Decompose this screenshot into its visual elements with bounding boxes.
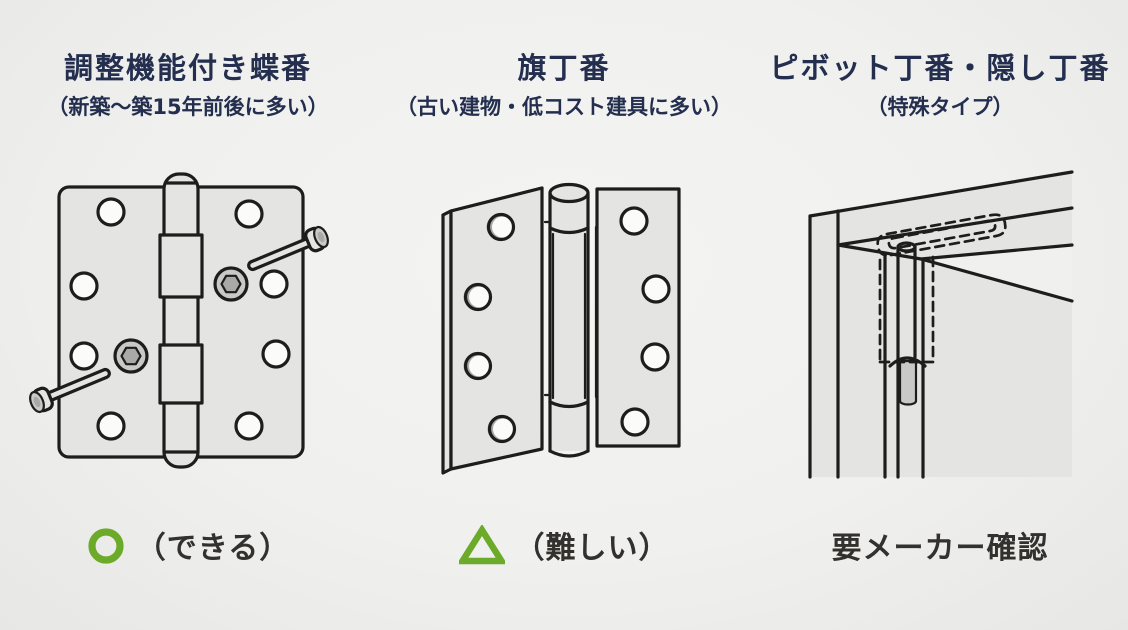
verdict-text: （できる）: [135, 531, 291, 566]
column-header: ピボット丁番・隠し丁番 （特殊タイプ）: [769, 50, 1110, 146]
verdict-text: （難しい）: [514, 531, 670, 566]
screw-hole-icon: [463, 351, 493, 381]
column-header: 調整機能付き蝶番 （新築〜築15年前後に多い）: [47, 50, 328, 146]
column-header: 旗丁番 （古い建物・低コスト建具に多い）: [396, 50, 732, 146]
verdict-row: （できる）: [86, 502, 290, 588]
column-subtitle: （古い建物・低コスト建具に多い）: [396, 95, 732, 120]
column-subtitle: （特殊タイプ）: [866, 95, 1014, 120]
triangle-difficult-icon: [458, 525, 505, 565]
verdict-row: 要メーカー確認: [832, 502, 1049, 588]
circle-ok-icon: [88, 528, 124, 564]
hex-adjuster-icon: [212, 266, 249, 302]
adjustment-bolt-icon: [246, 225, 329, 272]
hidden-hinge-outline: [887, 219, 997, 250]
hex-adjuster-icon: [112, 338, 149, 374]
adjustment-bolt-icon: [28, 367, 111, 414]
column-title: ピボット丁番・隠し丁番: [769, 51, 1111, 85]
pivot-hinge-illustration: [752, 146, 1128, 502]
adjustable-hinge-drawing: [28, 172, 329, 469]
verdict-text: 要メーカー確認: [831, 531, 1049, 566]
hidden-hinge-outline: [878, 255, 935, 364]
column-flag-hinge: 旗丁番 （古い建物・低コスト建具に多い）: [376, 50, 752, 630]
column-title: 調整機能付き蝶番: [63, 51, 312, 85]
screw-hole-icon: [463, 282, 493, 312]
column-title: 旗丁番: [517, 51, 611, 85]
flag-hinge-illustration: [376, 146, 752, 502]
column-subtitle: （新築〜築15年前後に多い）: [47, 95, 329, 120]
screw-hole-icon: [487, 414, 517, 444]
pivot-hinge-drawing: [808, 170, 1074, 479]
hidden-hinge-outline: [876, 213, 1007, 257]
verdict-row: （難しい）: [458, 502, 670, 588]
flag-hinge-drawing: [441, 182, 681, 475]
screw-hole-icon: [486, 212, 516, 242]
adjustable-hinge-illustration: [0, 146, 376, 502]
column-pivot-hinge: ピボット丁番・隠し丁番 （特殊タイプ）: [752, 50, 1128, 630]
column-adjustable-hinge: 調整機能付き蝶番 （新築〜築15年前後に多い）: [0, 50, 376, 630]
